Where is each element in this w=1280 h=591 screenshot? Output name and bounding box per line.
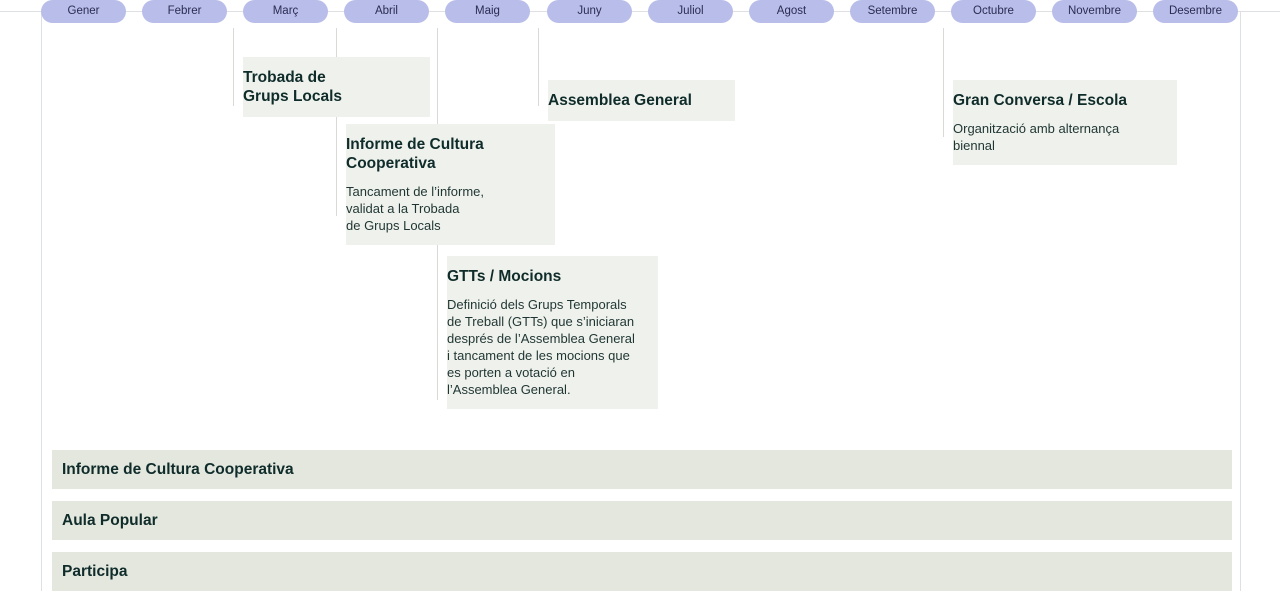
event-title: Informe de Cultura Cooperativa bbox=[346, 136, 484, 172]
event-card-trobada-grups-locals[interactable]: Trobada de Grups Locals bbox=[243, 57, 430, 117]
month-pill-febrer[interactable]: Febrer bbox=[142, 0, 227, 23]
event-description: Definició dels Grups Temporals de Trebal… bbox=[447, 297, 635, 397]
month-pill-juliol[interactable]: Juliol bbox=[648, 0, 733, 23]
month-pill-maig[interactable]: Maig bbox=[445, 0, 530, 23]
event-card-gran-conversa-escola[interactable]: Gran Conversa / Escola Organització amb … bbox=[953, 80, 1177, 165]
event-title: GTTs / Mocions bbox=[447, 268, 562, 285]
event-description: Tancament de l’informe, validat a la Tro… bbox=[346, 184, 485, 233]
event-description: Organització amb alternança biennal bbox=[953, 121, 1120, 153]
event-connector-line bbox=[538, 28, 539, 106]
timeline-left-border bbox=[41, 12, 42, 591]
month-pill-abril[interactable]: Abril bbox=[344, 0, 429, 23]
event-card-informe-cultura-cooperativa[interactable]: Informe de Cultura Cooperativa Tancament… bbox=[346, 124, 555, 245]
timeline-top-rule bbox=[0, 11, 1280, 12]
month-pill-marc[interactable]: Març bbox=[243, 0, 328, 23]
timeline-right-border bbox=[1240, 12, 1241, 591]
section-aula-popular[interactable]: Aula Popular bbox=[52, 501, 1232, 540]
month-pill-juny[interactable]: Juny bbox=[547, 0, 632, 23]
month-pill-desembre[interactable]: Desembre bbox=[1153, 0, 1238, 23]
month-pill-novembre[interactable]: Novembre bbox=[1052, 0, 1137, 23]
event-card-gtts-mocions[interactable]: GTTs / Mocions Definició dels Grups Temp… bbox=[447, 256, 658, 409]
month-pill-gener[interactable]: Gener bbox=[41, 0, 126, 23]
event-title: Assemblea General bbox=[548, 92, 692, 109]
month-pill-agost[interactable]: Agost bbox=[749, 0, 834, 23]
event-title: Gran Conversa / Escola bbox=[953, 92, 1128, 109]
section-informe-cultura-cooperativa[interactable]: Informe de Cultura Cooperativa bbox=[52, 450, 1232, 489]
event-connector-line bbox=[233, 28, 234, 106]
event-connector-line bbox=[943, 28, 944, 137]
event-title: Trobada de Grups Locals bbox=[243, 69, 343, 105]
month-pill-octubre[interactable]: Octubre bbox=[951, 0, 1036, 23]
month-pill-setembre[interactable]: Setembre bbox=[850, 0, 935, 23]
month-header: Gener Febrer Març Abril Maig Juny Juliol… bbox=[41, 0, 1239, 24]
section-participa[interactable]: Participa bbox=[52, 552, 1232, 591]
event-card-assemblea-general[interactable]: Assemblea General bbox=[548, 80, 735, 121]
event-connector-line bbox=[336, 28, 337, 216]
